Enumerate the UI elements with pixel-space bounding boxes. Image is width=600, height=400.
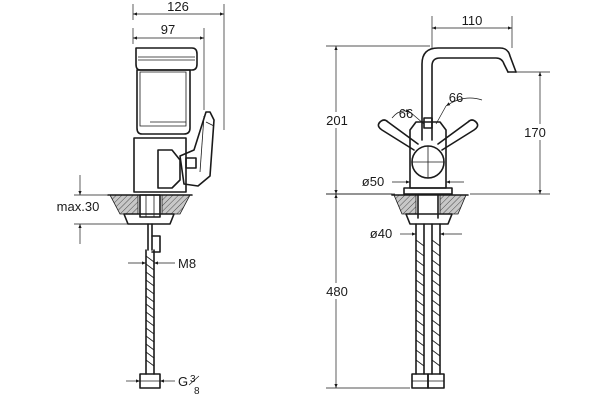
faucet-front-body [377,117,479,195]
dim-angles: 66 66 [391,90,483,125]
side-counter-top [107,194,193,225]
dim-angle-right-label: 66 [449,90,463,105]
dim-97-label: 97 [161,22,175,37]
dim-m8-label: M8 [178,256,196,271]
dim-201-label: 201 [326,113,348,128]
dim-dia50-label: ø50 [362,174,384,189]
dim-g-den: 8 [194,386,200,397]
dim-angle-left-label: 66 [399,106,413,121]
dim-spout-height: 170 [470,71,550,195]
dim-hose-length: 480 [322,193,410,389]
dim-hole-dia: ø40 [370,226,462,241]
faucet-front-spout [421,47,517,141]
dim-170-label: 170 [524,125,546,140]
front-view: 110 201 170 [322,13,550,389]
dim-max-deck: max.30 [57,175,130,244]
dim-hose-connection: G 3 8 [126,374,200,397]
faucet-side-body [133,47,215,193]
front-hoses [411,223,445,389]
dim-total-width: 126 [132,0,225,130]
dim-g-label: G [178,374,188,389]
dim-spout-reach: 110 [431,13,513,48]
dim-480-label: 480 [326,284,348,299]
dim-126-label: 126 [167,0,189,14]
side-view: 126 97 [57,0,225,397]
dim-g-num: 3 [190,374,196,385]
dim-body-width: 97 [132,22,205,110]
dim-total-height: 201 [322,45,430,195]
front-counter-top [391,194,469,225]
dim-thread: M8 [128,256,196,271]
dim-dia40-label: ø40 [370,226,392,241]
dim-max30-label: max.30 [57,199,100,214]
side-hose [139,223,161,389]
dim-110-label: 110 [462,13,483,28]
dim-body-dia: ø50 [362,174,464,189]
